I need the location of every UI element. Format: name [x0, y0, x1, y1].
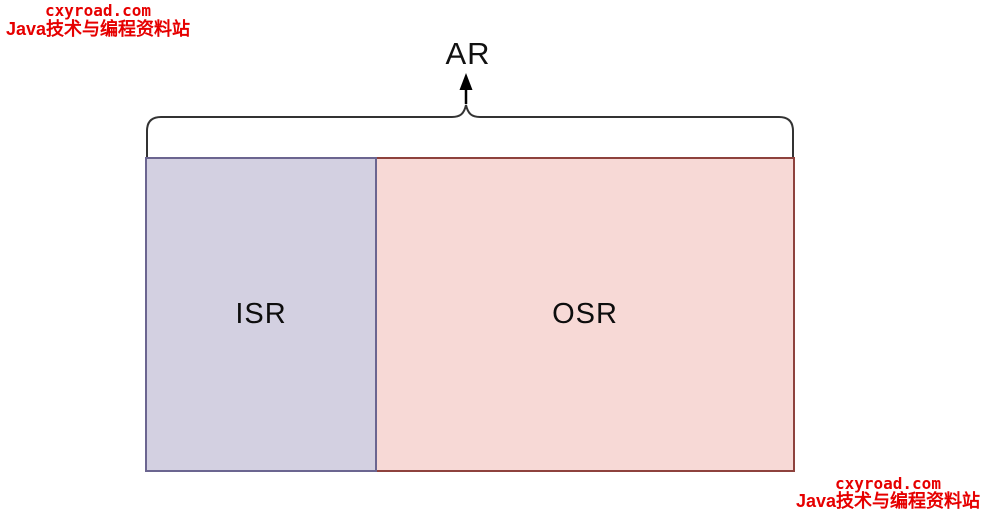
brace-and-arrow: [146, 73, 794, 158]
watermark-site-text: cxyroad.com: [45, 1, 151, 20]
isr-label: ISR: [235, 298, 287, 330]
watermark-bottom-right: cxyroad.com Java技术与编程资料站: [796, 475, 980, 512]
watermark-tagline-text: Java技术与编程资料站: [6, 18, 191, 39]
ar-label: AR: [445, 36, 491, 71]
osr-label: OSR: [552, 298, 618, 330]
watermark-top-left: cxyroad.com Java技术与编程资料站: [6, 2, 190, 39]
brace: [146, 104, 794, 158]
osr-region: OSR: [377, 157, 795, 472]
arrow-up-icon: [459, 73, 473, 90]
watermark-site-text: cxyroad.com: [834, 473, 941, 493]
watermark-tagline-text: Java技术与编程资料站: [795, 491, 980, 512]
isr-region: ISR: [145, 157, 377, 472]
